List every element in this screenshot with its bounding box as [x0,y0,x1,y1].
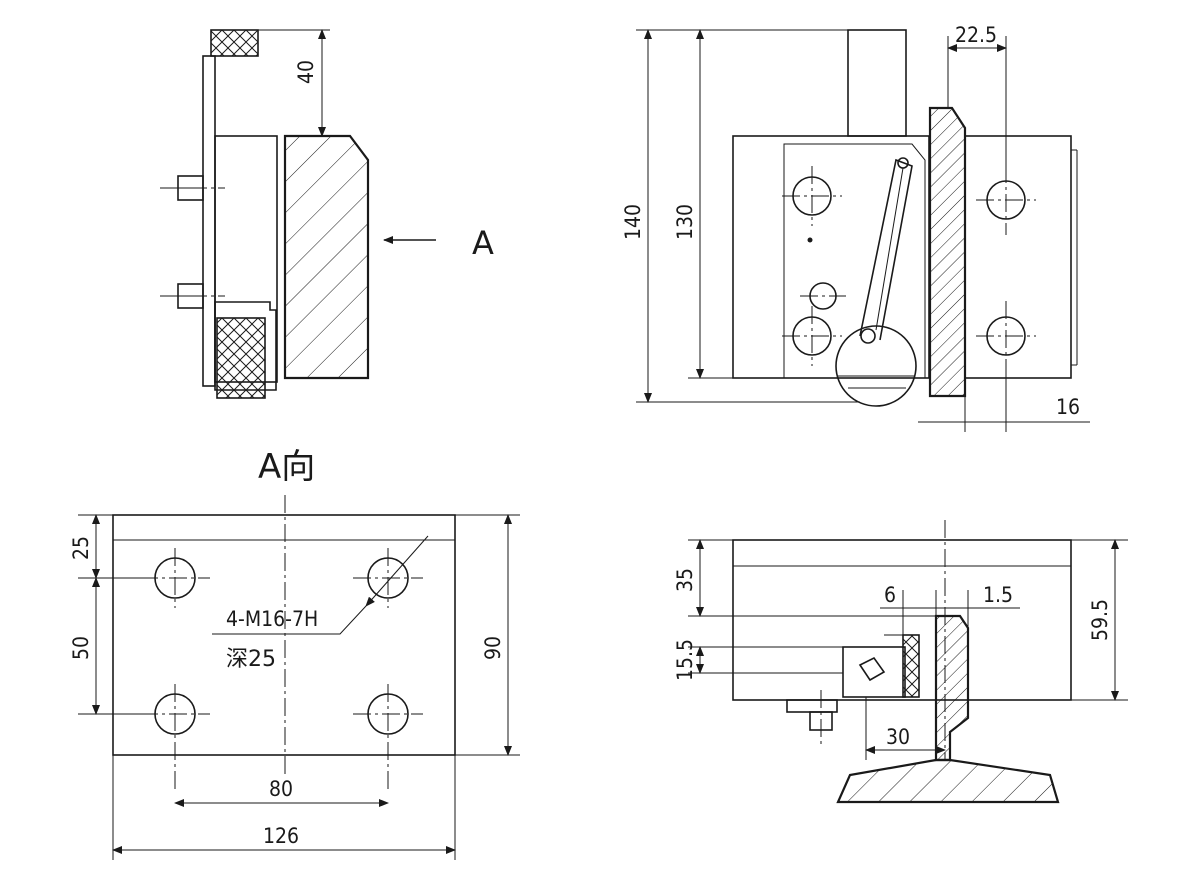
dim-top-total-height: 59.5 [1088,599,1112,641]
side-bolt-lower [160,283,225,309]
front-lever-arm [859,158,913,341]
front-body [732,135,930,379]
top-rail-foot-hatch [838,760,1058,802]
view-a: A向 4-M16-7H 深25 [69,447,520,860]
dim-bottom-hole-margin: 25 [69,536,93,560]
dim-front-rail-offset: 22.5 [955,23,997,47]
top-view: 35 15.5 59.5 6 1.5 30 [673,520,1128,804]
view-a-title: A向 [258,447,315,487]
front-inner-plate [783,143,926,379]
dim-bottom-height: 90 [481,636,505,660]
side-top-block-hatch [211,30,258,56]
side-brake-shoe-hatch [285,136,368,378]
front-right-block [964,135,1072,379]
dim-front-body-height: 130 [673,204,697,240]
dim-front-total-height: 140 [621,204,645,240]
front-hole-right-upper [976,165,1036,235]
top-body [732,539,1072,701]
top-bracket-pin [858,656,886,682]
top-rail-hatch [936,616,968,760]
side-plate [202,55,216,387]
front-hole-right-lower [976,301,1036,371]
side-bottom-block-hatch [217,318,265,398]
callout-thread-spec: 4-M16-7H [226,607,318,631]
dim-top-gap-a: 6 [884,583,896,607]
dim-top-height-upper: 35 [673,568,697,592]
front-view: 140 130 22.5 16 [621,23,1090,432]
view-a-hole-top-right [353,548,423,608]
view-a-plate [112,514,456,756]
side-bolt-upper [160,175,225,201]
front-top-stem [847,29,907,137]
dim-top-gap-b: 1.5 [983,583,1013,607]
front-hole-left-mid [800,282,846,310]
dim-side-top-gap: 40 [294,60,318,84]
dim-top-height-lower: 15.5 [673,639,697,681]
front-roller [835,325,917,407]
top-bolt-plate [786,699,838,713]
view-a-hole-bottom-right [353,684,423,790]
front-point-marker [807,237,813,243]
dim-top-offset: 30 [886,725,910,749]
dim-front-rail-width: 16 [1056,395,1080,419]
front-hole-left-lower [782,306,842,366]
dim-bottom-width: 126 [263,824,299,848]
dim-bottom-hole-pitch-h: 80 [269,777,293,801]
dim-bottom-hole-pitch-v: 50 [69,636,93,660]
view-a-hole-bottom-left [140,684,210,790]
callout-thread-depth: 深25 [226,647,276,672]
front-roller-pin [860,328,876,344]
front-lever-pivot [897,157,909,169]
side-bottom-frame [214,301,277,391]
front-hole-left-upper [782,166,842,226]
view-a-label: A [472,224,494,262]
front-rail-hatch [930,108,965,396]
top-bracket [842,646,906,698]
side-view: 40 A [160,29,494,399]
